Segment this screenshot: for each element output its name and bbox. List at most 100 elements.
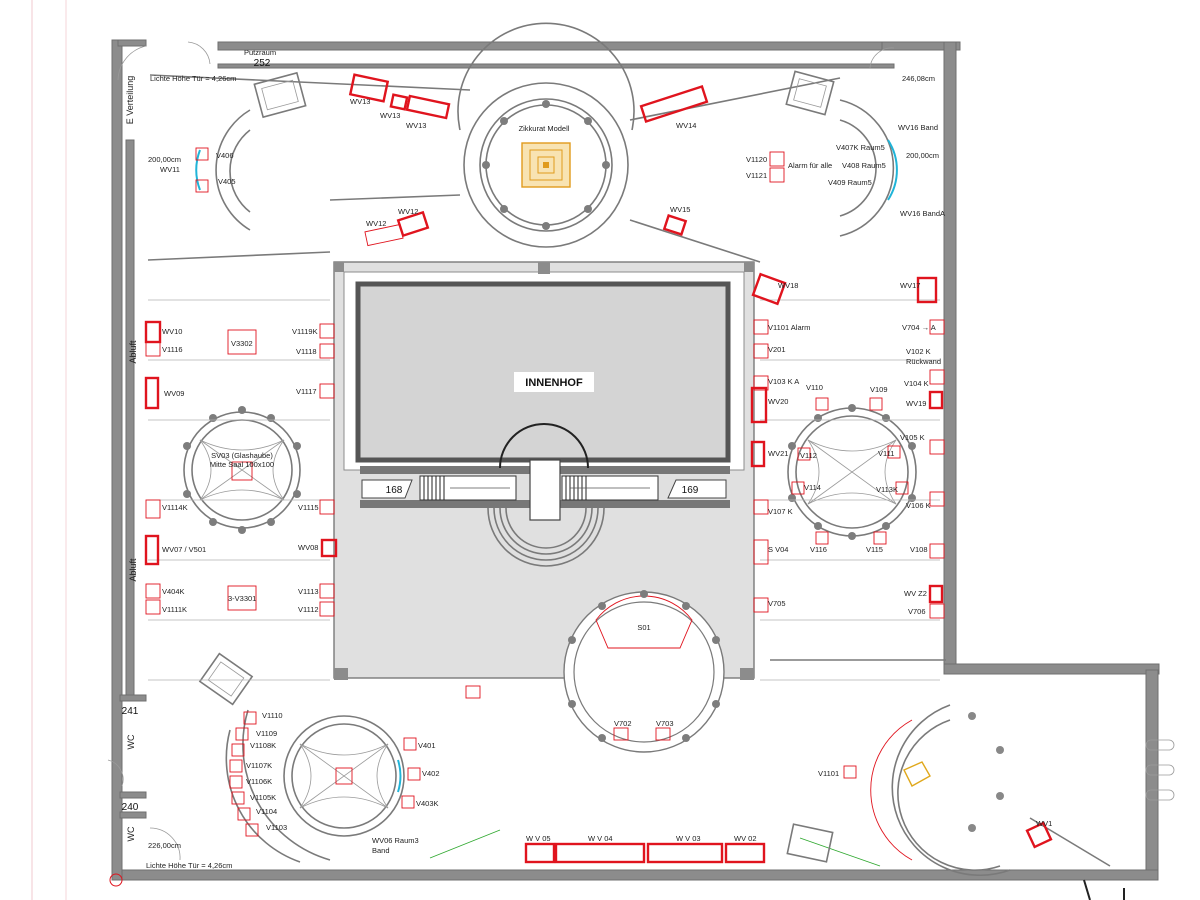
label-v1106k: V1106K	[246, 777, 272, 786]
label-v114: V114	[804, 483, 821, 492]
room-169-label: 169	[682, 485, 699, 496]
label-v1107k: V1107K	[246, 761, 272, 770]
wc-label: WC	[126, 826, 136, 841]
label-wv10: WV10	[162, 327, 182, 336]
label-wv21: WV21	[768, 449, 788, 458]
label-wv16: WV16 Band	[898, 123, 938, 132]
side-display-cases	[148, 299, 940, 681]
sv03-rotunda	[183, 406, 301, 534]
label-v106k: V106 K	[906, 501, 931, 510]
label-v103: V103 K A	[768, 377, 799, 386]
label-v702: V702	[614, 719, 632, 728]
mitte-label: Mitte Saal 100x100	[210, 460, 274, 469]
label-v109: V109	[870, 385, 888, 394]
zikkurat-label: Zikkurat Modell	[519, 124, 570, 133]
label-v403k: V403K	[416, 799, 439, 808]
right-rotunda	[787, 404, 917, 540]
label-wv13: WV13	[406, 121, 426, 130]
lower-left-rotunda	[198, 652, 405, 863]
label-sv04: S V04	[768, 545, 788, 554]
label-v704: V704 → A	[902, 323, 936, 332]
label-band: Band	[372, 846, 390, 855]
label-rueckwand: Rückwand	[906, 357, 941, 366]
door-height-note: Lichte Höhe Tür = 4,26cm	[150, 74, 236, 83]
doors	[107, 41, 1175, 861]
label-v706: V706	[908, 607, 926, 616]
s01-rotunda	[563, 590, 725, 753]
label-v705: V705	[768, 599, 786, 608]
wc-label: WC	[126, 734, 136, 749]
label-v406: V406	[216, 151, 234, 160]
label-v112: V112	[800, 451, 817, 460]
label-wv12: WV12	[398, 207, 418, 216]
outer-walls	[111, 39, 1160, 881]
label-v1101-alarm: V1101 Alarm	[768, 323, 810, 332]
origin-marker	[109, 873, 123, 887]
label-v1115: V1115	[298, 503, 319, 512]
staircase	[361, 423, 727, 567]
putzraum-label: Putzraum	[244, 48, 276, 57]
label-wv16a: WV16 BandA	[900, 209, 945, 218]
label-v1101: V1101	[818, 769, 839, 778]
label-wv03: W V 03	[676, 834, 701, 843]
label-wv12: WV12	[366, 219, 386, 228]
label-v1120: V1120	[746, 155, 767, 164]
label-v201: V201	[768, 345, 786, 354]
label-wv14: WV14	[676, 121, 696, 130]
label-v1117: V1117	[296, 387, 317, 396]
e-verteilung-label: E Verteilung	[125, 76, 135, 125]
notes: Putzraum Lichte Höhe Tür = 4,26cm Lichte…	[146, 48, 939, 870]
label-v108: V108	[910, 545, 928, 554]
label-wv08: WV08	[298, 543, 318, 552]
label-v407k: V407K Raum5	[836, 143, 885, 152]
label-wv05: W V 05	[526, 834, 551, 843]
label-wv20: WV20	[768, 397, 788, 406]
label-wv18: WV18	[778, 281, 798, 290]
label-v102k: V102 K	[906, 347, 931, 356]
apse-top-right	[785, 70, 898, 237]
label-v116: V116	[810, 545, 827, 554]
label-v115: V115	[866, 545, 883, 554]
courtyard-label-bg	[514, 372, 594, 392]
label-v1118: V1118	[296, 347, 317, 356]
zikkurat-rotunda	[457, 22, 635, 248]
label-v1114k: V1114K	[162, 503, 188, 512]
label-wv13: WV13	[380, 111, 400, 120]
label-v105k: V105 K	[900, 433, 925, 442]
apse-top-left	[195, 71, 307, 231]
label-wv06: WV06 Raum3	[372, 836, 419, 845]
label-v1119k: V1119K	[292, 327, 318, 336]
label-wv02: WV 02	[734, 834, 757, 843]
label-v1105k: V1105K	[250, 793, 276, 802]
label-v409: V409 Raum5	[828, 178, 872, 187]
edge-mark	[1083, 879, 1091, 900]
abluft-label: Abluft	[128, 340, 138, 364]
label-v104k: V104 K	[904, 379, 929, 388]
label-v113k: V113K	[876, 485, 898, 494]
label-v1103: V1103	[266, 823, 287, 832]
width-note: 200,00cm	[906, 151, 939, 160]
object-markers	[145, 147, 945, 837]
label-v1116: V1116	[162, 345, 183, 354]
label-v107k: V107 K	[768, 507, 793, 516]
upper-hall-outline	[147, 74, 841, 263]
label-v401: V401	[418, 741, 436, 750]
door-height-note: Lichte Höhe Tür = 4,26cm	[146, 861, 232, 870]
label-wv07: WV07 / V501	[162, 545, 206, 554]
label-wv15: WV15	[670, 205, 690, 214]
label-v1121: V1121	[746, 171, 767, 180]
width-note: 226,00cm	[148, 841, 181, 850]
label-wv1: WV1	[1036, 819, 1052, 828]
lower-right-hall	[429, 659, 1111, 877]
label-v404k: V404K	[162, 587, 185, 596]
label-v1113: V1113	[298, 587, 319, 596]
abluft-label: Abluft	[128, 558, 138, 582]
label-v405: V405	[218, 177, 236, 186]
label-v3301: 3-V3301	[228, 594, 256, 603]
label-v110: V110	[806, 383, 823, 392]
label-v1108k: V1108K	[250, 741, 276, 750]
label-wv17: WV17	[900, 281, 920, 290]
s01-label: S01	[637, 623, 650, 632]
label-v1104: V1104	[256, 807, 277, 816]
